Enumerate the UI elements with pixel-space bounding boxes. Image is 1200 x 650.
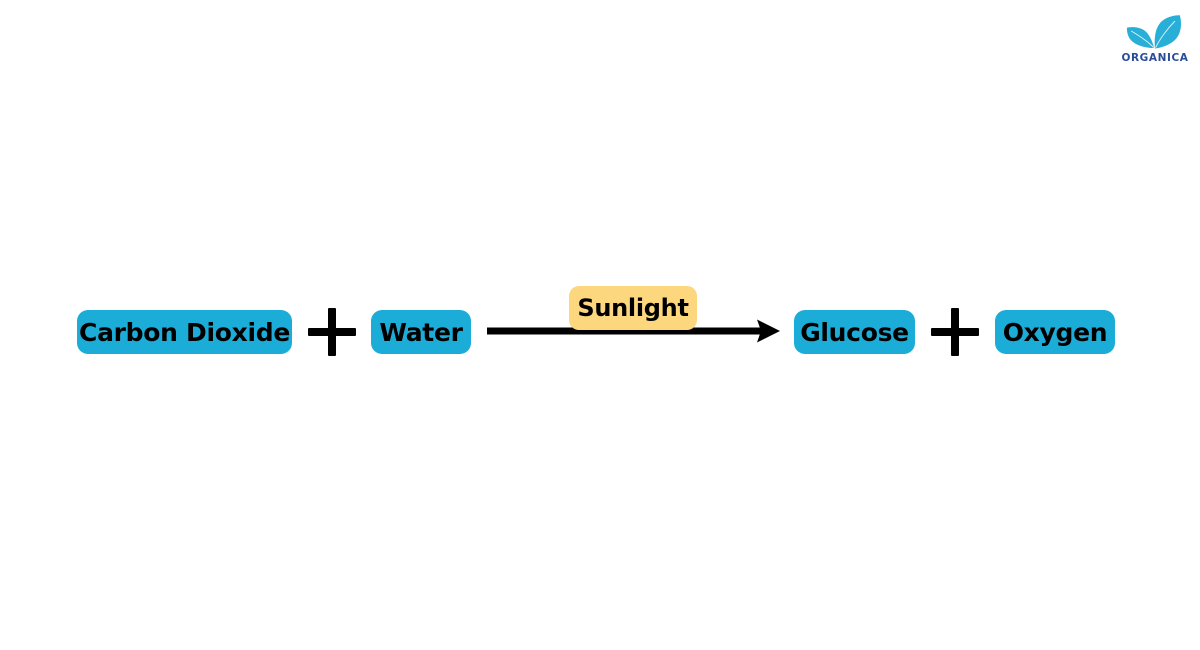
product-label-glucose: Glucose xyxy=(800,317,909,347)
organica-wordmark: ORGANICA xyxy=(1121,52,1189,64)
reactant-label-water: Water xyxy=(379,317,463,347)
reaction-arrow-icon xyxy=(487,319,780,343)
two-leaves-icon xyxy=(1126,15,1181,49)
product-chip-oxygen: Oxygen xyxy=(995,310,1115,354)
catalyst-label-sunlight: Sunlight xyxy=(577,294,689,322)
organica-logo: ORGANICA xyxy=(1118,14,1192,72)
plus-icon xyxy=(931,308,979,356)
plus-icon xyxy=(308,308,356,356)
photosynthesis-equation: Carbon Dioxide Water Sunlight Glucose Ox… xyxy=(0,286,1200,366)
catalyst-chip-sunlight: Sunlight xyxy=(569,286,697,330)
reactant-label-carbon-dioxide: Carbon Dioxide xyxy=(79,317,290,347)
reactant-chip-carbon-dioxide: Carbon Dioxide xyxy=(77,310,292,354)
product-chip-glucose: Glucose xyxy=(794,310,915,354)
product-label-oxygen: Oxygen xyxy=(1002,317,1108,347)
reactant-chip-water: Water xyxy=(371,310,471,354)
